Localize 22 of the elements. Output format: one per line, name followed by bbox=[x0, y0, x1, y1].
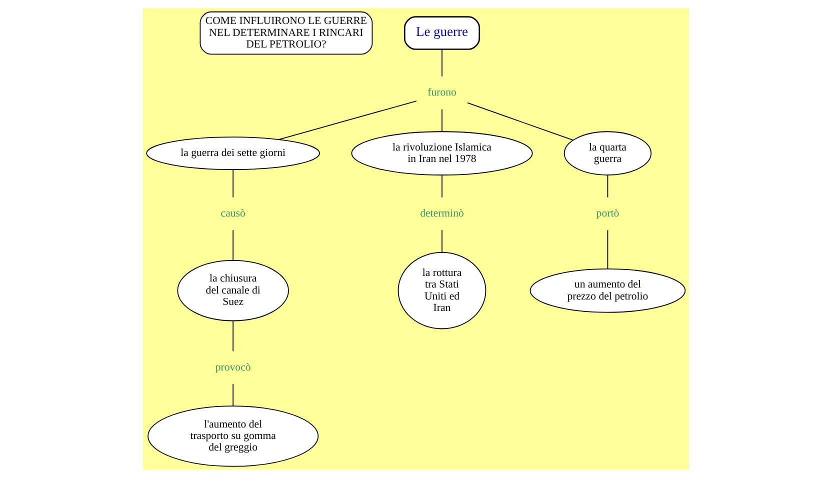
node-text: determinò bbox=[420, 207, 464, 220]
connector bbox=[607, 174, 608, 198]
connector bbox=[232, 320, 234, 352]
node-text: provocò bbox=[215, 361, 251, 374]
node-text: causò bbox=[220, 207, 246, 220]
node-ellipse: la guerra dei sette giorni bbox=[146, 136, 320, 170]
node-ellipse: un aumento del prezzo del petrolio bbox=[530, 268, 686, 313]
node-ellipse: la rivoluzione Islamica in Iran nel 1978 bbox=[351, 131, 533, 176]
node-text: portò bbox=[596, 207, 620, 220]
connector bbox=[232, 384, 234, 407]
connector bbox=[278, 100, 417, 140]
connector bbox=[232, 169, 234, 198]
node-ellipse: l'aumento del trasporto su gomma del greggio bbox=[148, 406, 319, 467]
connector bbox=[607, 230, 608, 270]
node-box: COME INFLUIRONO LE GUERRE NEL DETERMINARE I RINCARI DEL PETROLIO? bbox=[200, 11, 373, 55]
node-ellipse: la rottura tra Stati Uniti ed Iran bbox=[398, 252, 486, 330]
connector bbox=[232, 230, 234, 261]
node-box: Le guerre bbox=[404, 16, 480, 50]
connector bbox=[467, 102, 574, 141]
node-ellipse: la quarta guerra bbox=[564, 131, 652, 176]
node-text: furono bbox=[428, 86, 456, 99]
node-ellipse: la chiusura del canale di Suez bbox=[177, 260, 289, 322]
